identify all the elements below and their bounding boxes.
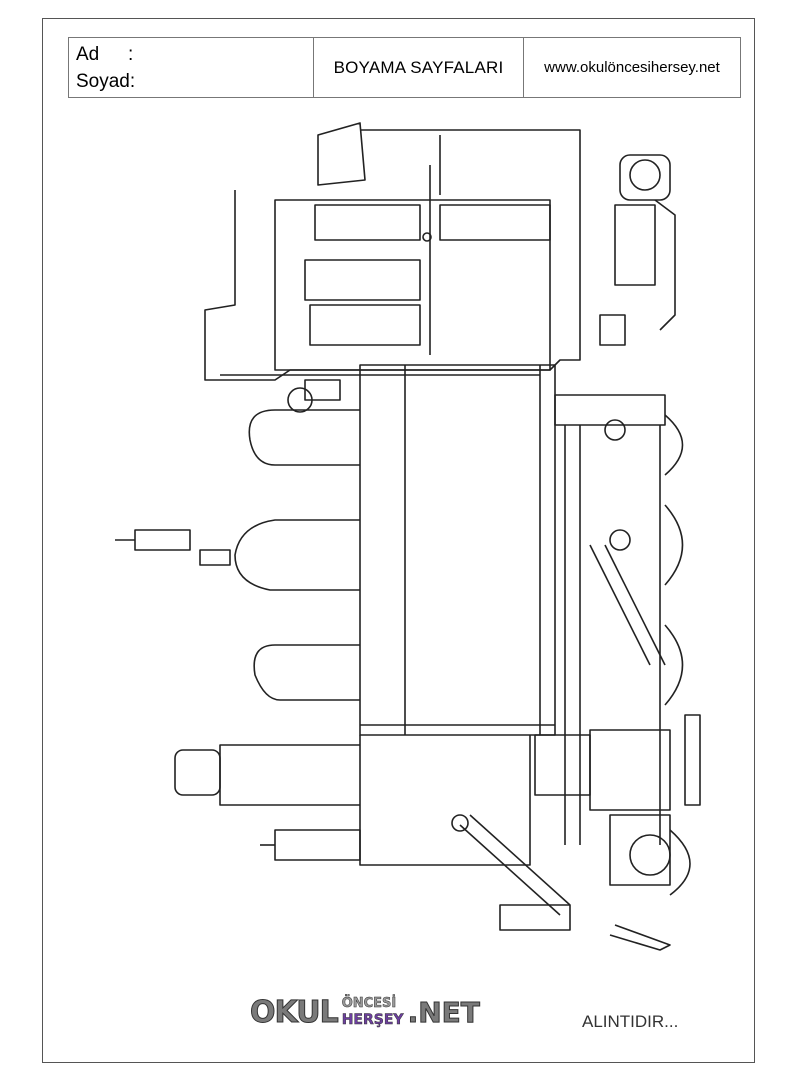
front-buffer	[359, 735, 671, 951]
domes	[115, 409, 360, 701]
logo-okul-text: OKUL	[250, 994, 340, 1030]
cab-rear-fittings	[287, 154, 676, 413]
wheels	[629, 414, 701, 896]
logo-net-text: .NET	[407, 995, 480, 1029]
name-cell: Ad : Soyad:	[69, 38, 314, 97]
boiler	[359, 364, 556, 736]
worksheet-header: Ad : Soyad: BOYAMA SAYFALARI www.okulönc…	[68, 37, 741, 98]
website-url: www.okulöncesihersey.net	[544, 59, 720, 76]
okuloncesihersey-logo: OKUL ÖNCESİ HERŞEY .NET	[250, 990, 481, 1034]
credit-note: ALINTIDIR...	[582, 1012, 679, 1031]
train-line-drawing	[115, 122, 701, 951]
logo-oncesi-text: ÖNCESİ	[341, 996, 397, 1012]
name-row: Ad :	[76, 41, 133, 68]
name-colon: :	[128, 43, 134, 65]
cab	[204, 122, 581, 381]
name-label: Ad	[76, 43, 100, 65]
logo-middle-stack: ÖNCESİ HERŞEY	[341, 996, 404, 1029]
page-title: BOYAMA SAYFALARI	[333, 57, 504, 77]
logo-hersey-text: HERŞEY	[341, 1012, 404, 1029]
smokestack	[174, 744, 361, 861]
coloring-page-frame: Ad : Soyad: BOYAMA SAYFALARI www.okulönc…	[42, 18, 755, 1063]
title-cell: BOYAMA SAYFALARI	[314, 38, 524, 97]
website-cell: www.okulöncesihersey.net	[524, 38, 740, 97]
surname-label: Soyad:	[76, 70, 136, 92]
